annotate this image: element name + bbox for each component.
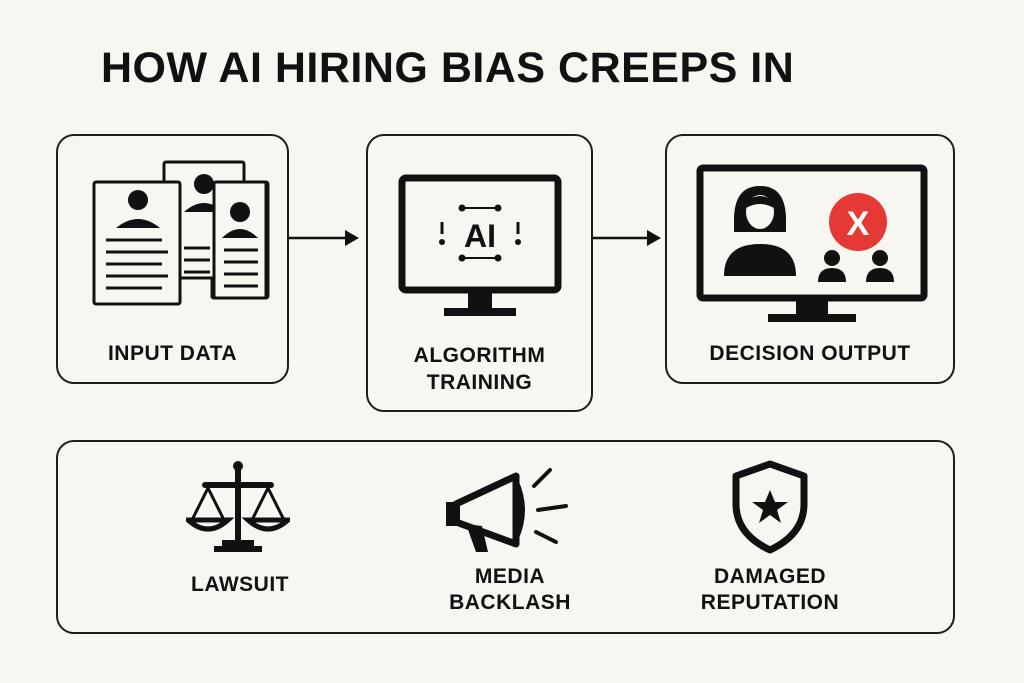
label-line: DECISION OUTPUT [709,342,911,365]
label-line: LAWSUIT [191,573,289,596]
label-line: TRAINING [426,371,533,394]
decision-monitor-icon: X [696,164,928,322]
page-title: HOW AI HIRING BIAS CREEPS IN [101,44,795,92]
consequence-label-lawsuit: LAWSUIT [140,572,340,598]
reject-mark: X [847,205,870,243]
stage-label: ALGORITHM TRAINING [368,342,591,396]
reject-mark-bg [829,193,887,251]
stage-input-data: INPUT DATA [56,134,289,384]
consequences-panel: LAWSUIT MEDIA BACKLASH DAMAGED REPUTATIO… [56,440,955,634]
stage-label: INPUT DATA [58,340,287,367]
consequence-label-damaged-reputation: DAMAGED REPUTATION [670,564,870,616]
flow-arrow [289,230,359,246]
label-line: INPUT DATA [107,342,238,365]
stage-algorithm-training: AI ALGORITHM TRAINING [366,134,593,412]
label-line: MEDIA [474,565,546,588]
ai-screen-text: AI [464,218,496,254]
scales-icon [186,461,290,552]
monitor-icon: AI [398,174,562,316]
label-line: REPUTATION [700,591,840,614]
stage-label: DECISION OUTPUT [667,340,953,367]
label-line: ALGORITHM [413,344,546,367]
resumes-icon [92,160,270,306]
label-line: BACKLASH [449,591,571,614]
flow-arrow [593,230,661,246]
consequence-label-media-backlash: MEDIA BACKLASH [410,564,610,616]
label-line: DAMAGED [714,565,826,588]
megaphone-icon [446,468,568,552]
shield-star-icon [732,460,808,554]
stage-decision-output: X DECISION OUTPUT [665,134,955,384]
